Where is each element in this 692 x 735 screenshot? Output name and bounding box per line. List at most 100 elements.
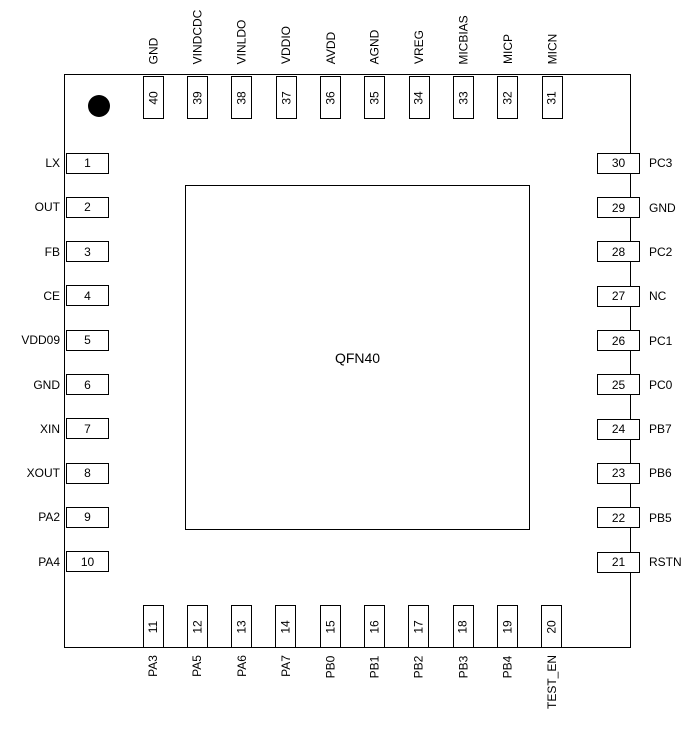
pin-name-label: VINLDO: [235, 0, 249, 66]
pin-number-box: 17: [408, 605, 430, 648]
pin-number-box: 7: [66, 418, 109, 440]
pin-number-box: 16: [364, 605, 385, 648]
pin-name-label: CE: [43, 288, 60, 303]
pin-name-label: VINDCDC: [190, 0, 205, 66]
package-body: [64, 74, 631, 648]
pin-name-label: PC2: [649, 244, 673, 259]
pin-number-text: 35: [367, 90, 382, 105]
pin-number-box: 3: [66, 241, 109, 263]
pin-number-text: 18: [456, 619, 471, 634]
pin-number-box: 11: [142, 605, 164, 648]
pin-name-label: VREG: [412, 0, 426, 66]
pin-name-label: PA6: [234, 655, 249, 735]
pin-name-label: MICBIAS: [456, 0, 471, 66]
pin-number-text: 32: [500, 90, 515, 105]
pin-name-label: AGND: [368, 0, 382, 66]
pin-name-text: MICBIAS: [456, 14, 471, 65]
pin-name-text: PB2: [411, 655, 426, 678]
pin-name-label: XIN: [39, 421, 60, 436]
pin-name-label: PB2: [412, 655, 426, 735]
pin-number-text: 31: [544, 90, 559, 105]
pin-number-box: 23: [597, 462, 640, 484]
pin-name-text: TEST_EN: [544, 654, 559, 710]
pin-name-text: AGND: [367, 29, 382, 64]
pin-name-text: PA5: [190, 655, 205, 677]
pin-number-box: 9: [66, 506, 109, 528]
pin-name-label: GND: [33, 377, 60, 392]
pin-number-box: 39: [187, 76, 209, 119]
pin-name-label: PA4: [38, 554, 60, 569]
pin-number-box: 32: [497, 76, 519, 119]
pin-number-box: 27: [597, 285, 640, 307]
exposed-pad: QFN40: [185, 185, 530, 530]
pin-number-box: 22: [597, 507, 640, 529]
pin-name-text: AVDD: [323, 31, 338, 65]
package-label: QFN40: [334, 349, 381, 366]
pin-number-box: 28: [597, 241, 640, 263]
pin-name-text: PB1: [367, 655, 382, 678]
pin-number-text: 15: [323, 619, 338, 634]
pin-number-box: 29: [597, 197, 640, 219]
pin-number-text: 38: [234, 90, 249, 105]
pin-number-box: 30: [597, 152, 640, 174]
pin-name-label: PB4: [500, 655, 514, 735]
pin-name-label: GND: [146, 0, 160, 66]
pin-name-label: OUT: [34, 200, 60, 215]
pin-name-label: VDD09: [21, 333, 60, 348]
pin-name-label: MICP: [501, 0, 515, 66]
pin-number-text: 39: [190, 90, 205, 105]
pin-name-text: MICP: [500, 34, 515, 64]
pin-name-label: PA2: [38, 510, 60, 525]
pin-name-text: PA3: [145, 655, 160, 677]
pin-name-label: PB7: [649, 422, 672, 437]
pin-number-box: 31: [541, 76, 563, 119]
pin-number-box: 6: [66, 374, 109, 395]
pin-number-box: 5: [66, 329, 109, 351]
pin-number-box: 2: [66, 196, 109, 218]
pin-name-text: MICN: [544, 33, 559, 64]
pin-name-label: XOUT: [26, 466, 60, 481]
pin1-marker-dot: [88, 95, 110, 117]
pin-number-box: 40: [142, 76, 164, 119]
pin-number-text: 13: [234, 619, 249, 634]
pin-name-label: PB0: [323, 655, 337, 735]
pin-number-box: 36: [320, 76, 341, 119]
pin-name-label: RSTN: [649, 555, 682, 569]
pin-name-label: PB1: [367, 655, 382, 735]
pin-name-text: VDDIO: [279, 25, 294, 65]
pin-number-box: 24: [597, 418, 640, 440]
pin-number-text: 17: [411, 619, 426, 634]
pin-name-label: GND: [649, 200, 676, 215]
pin-name-text: PA6: [234, 655, 249, 677]
pin-number-text: 36: [323, 90, 338, 105]
pin-number-box: 35: [364, 76, 386, 119]
pin-name-text: PA7: [278, 655, 293, 677]
pin-name-label: PC0: [649, 377, 673, 392]
pin-number-text: 19: [500, 619, 515, 634]
pin-name-label: PC1: [649, 333, 673, 348]
pin-name-label: FB: [44, 244, 60, 259]
pin-number-text: 40: [146, 90, 161, 105]
pin-number-text: 11: [146, 620, 160, 633]
pin-number-box: 20: [541, 605, 563, 648]
pin-name-text: VINDCDC: [190, 9, 205, 64]
pin-number-box: 38: [231, 76, 253, 119]
pin-name-label: VDDIO: [279, 0, 293, 66]
pin-number-box: 19: [496, 605, 518, 648]
pin-number-box: 18: [452, 605, 474, 648]
pin-number-box: 4: [66, 285, 109, 307]
pin-number-text: 37: [279, 90, 294, 105]
pin-name-label: PB3: [456, 655, 470, 735]
pin-name-label: TEST_EN: [545, 655, 559, 735]
pin-number-text: 34: [412, 90, 427, 105]
pin-number-text: 33: [456, 90, 471, 105]
pin-number-box: 21: [597, 551, 640, 573]
pin-number-box: 8: [66, 462, 109, 484]
pin-name-text: VINLDO: [234, 19, 249, 64]
pin-number-box: 37: [275, 76, 297, 119]
pin-number-box: 10: [66, 551, 109, 573]
pin-name-label: PB6: [649, 466, 672, 481]
pin-name-text: GND: [146, 37, 161, 64]
pin-name-label: PA3: [146, 655, 160, 735]
pin-name-label: PA5: [190, 655, 204, 735]
